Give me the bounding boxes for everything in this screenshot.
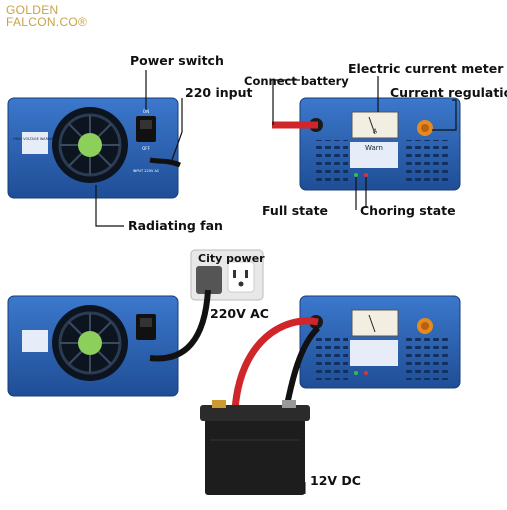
inverter-fan-side-bottom	[7, 295, 179, 397]
label-radiating-fan: Radiating fan	[128, 218, 223, 233]
outlet-panel	[190, 249, 264, 301]
red-battery-cable	[231, 317, 319, 411]
label-full-state: Full state	[262, 203, 329, 218]
outlet-icon	[227, 261, 255, 293]
svg-text:OFF: OFF	[142, 146, 150, 151]
power-cord-stub	[149, 157, 181, 168]
brand-logo: GOLDEN FALCON.CO®	[6, 4, 87, 28]
label-connect-battery: Connect battery	[244, 74, 349, 88]
label-current-meter: Electric current meter	[348, 61, 504, 76]
brand-line1: GOLDEN	[6, 3, 59, 17]
full-state-led	[354, 173, 358, 177]
label-220v-ac: 220V AC	[210, 306, 269, 321]
svg-text:Warn: Warn	[365, 144, 383, 152]
fan-hub-sticker	[78, 133, 102, 157]
label-city-power: City power	[198, 252, 265, 265]
label-12v-dc: 12V DC	[310, 473, 361, 488]
svg-text:HIGH VOLTAGE WARNING: HIGH VOLTAGE WARNING	[13, 137, 57, 141]
inverter-fan-side-top: HIGH VOLTAGE WARNING ON OFF INPUT 220V A…	[7, 97, 181, 199]
brand-line2: FALCON.CO®	[6, 15, 88, 29]
svg-text:INPUT 220V AC: INPUT 220V AC	[133, 169, 160, 173]
charger-front-top: A Warn	[299, 97, 461, 191]
callout-lines-top	[95, 70, 457, 227]
svg-text:A: A	[373, 128, 378, 135]
charger-front-bottom	[299, 295, 461, 389]
label-220-input: 220 input	[185, 85, 253, 100]
svg-text:ON: ON	[143, 109, 149, 114]
battery-icon	[200, 400, 310, 495]
ammeter-icon	[351, 111, 399, 139]
label-charging-state: Choring state	[360, 203, 456, 218]
label-current-regulation: Current regulation	[390, 85, 507, 100]
label-power-switch: Power switch	[130, 53, 224, 68]
ac-cord	[149, 289, 211, 362]
charging-state-led	[364, 173, 368, 177]
